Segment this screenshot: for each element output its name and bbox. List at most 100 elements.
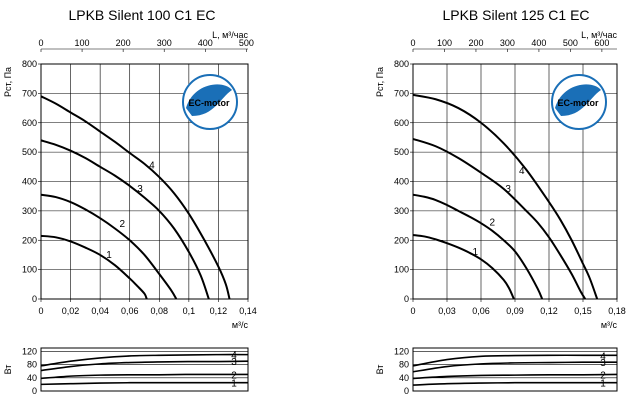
curve-label-4: 4 [149,160,155,171]
badge-text: EC-motor [558,98,599,108]
power-curve-label-3: 3 [600,358,606,369]
power-curve-label-2: 2 [600,370,606,381]
x-tick-label: 0,03 [438,306,456,316]
x-tick-label: 0,06 [472,306,490,316]
power-y-tick-label: 0 [32,386,37,396]
power-curve-label-4: 4 [600,351,606,362]
power-curve-label-1: 1 [231,379,237,390]
pressure-curve-1 [40,234,148,300]
y-tick-label: 400 [394,177,409,187]
y-tick-label: 300 [22,206,37,216]
power-axis-label: Вт [375,365,385,375]
y-axis-label: Рст, Па [375,67,385,97]
power-curve-1 [412,381,617,386]
pressure-curve-1 [412,233,515,300]
y-tick-label: 600 [22,118,37,128]
top-axis-label: L, м³/час [212,30,248,40]
top-tick-label: 400 [198,38,213,48]
x-tick-label: 0,14 [239,306,257,316]
pressure-curve-4 [412,93,599,300]
top-tick-label: 100 [75,38,90,48]
chart-title: LPKB Silent 100 C1 EC [68,7,215,23]
curve-label-1: 1 [473,247,479,258]
badge-text: EC-motor [189,98,230,108]
ec-motor-badge: EC-motor [551,74,607,130]
x-tick-label: 0,06 [121,306,139,316]
y-tick-label: 700 [22,88,37,98]
chart-1: LPKB Silent 100 C1 EC 0 0,02 0,04 0,06 0,08 0,… [3,7,257,396]
pressure-curve-3 [40,139,210,300]
y-tick-label: 0 [404,294,409,304]
x-tick-label: 0,1 [183,306,196,316]
y-tick-label: 700 [394,88,409,98]
x-tick-label: 0,18 [608,306,626,316]
y-tick-label: 500 [22,147,37,157]
x-axis-label: м³/с [601,320,618,330]
top-tick-label: 200 [468,38,483,48]
power-y-tick-label: 80 [27,360,37,370]
top-tick-label: 100 [437,38,452,48]
pressure-curve-4 [40,95,231,300]
power-curve-4 [412,354,617,367]
curve-label-3: 3 [505,184,511,195]
power-y-tick-label: 0 [404,386,409,396]
x-tick-label: 0,04 [91,306,109,316]
y-tick-label: 200 [394,235,409,245]
power-axis-label: Вт [3,365,13,375]
top-tick-label: 0 [410,38,415,48]
y-tick-label: 100 [394,265,409,275]
power-curve-1 [40,381,248,386]
power-curve-label-2: 2 [231,370,237,381]
curve-label-4: 4 [519,166,525,177]
top-tick-label: 400 [531,38,546,48]
power-y-tick-label: 80 [399,360,409,370]
y-tick-label: 300 [394,206,409,216]
y-tick-label: 500 [394,147,409,157]
top-tick-label: 0 [38,38,43,48]
power-curve-4 [40,353,249,367]
top-tick-label: 300 [157,38,172,48]
ec-motor-badge: EC-motor [182,74,238,130]
power-frame [40,347,249,392]
curve-label-1: 1 [106,250,112,261]
pressure-curve-2 [40,193,178,300]
x-tick-label: 0 [38,306,43,316]
top-tick-label: 300 [500,38,515,48]
leaf-shape [186,84,232,116]
x-tick-label: 0,15 [574,306,592,316]
y-tick-label: 200 [22,235,37,245]
y-tick-label: 0 [32,294,37,304]
y-tick-label: 400 [22,177,37,187]
x-tick-label: 0,02 [62,306,80,316]
x-tick-label: 0,09 [506,306,524,316]
power-curve-3 [40,360,249,372]
chart-2: LPKB Silent 125 C1 EC 0 0,03 0,06 0,09 0,12 0,… [375,7,626,396]
x-tick-label: 0 [410,306,415,316]
top-tick-label: 500 [239,38,254,48]
x-tick-label: 0,12 [210,306,228,316]
power-curve-2 [40,373,248,380]
leaf-shape [555,84,601,116]
x-tick-label: 0,12 [540,306,558,316]
power-frame [412,347,618,392]
power-curve-label-1: 1 [600,379,606,390]
power-curve-label-3: 3 [231,357,237,368]
power-y-tick-label: 120 [22,346,37,356]
y-tick-label: 600 [394,118,409,128]
power-y-tick-label: 40 [27,373,37,383]
chart-title: LPKB Silent 125 C1 EC [442,7,589,23]
pressure-curve-3 [412,137,587,300]
power-y-tick-label: 40 [399,373,409,383]
y-axis-label: Рст, Па [3,67,13,97]
power-curve-2 [412,373,618,380]
x-tick-label: 0,08 [151,306,169,316]
curve-label-3: 3 [137,184,143,195]
power-curve-label-4: 4 [231,351,237,362]
power-y-tick-label: 120 [394,346,409,356]
y-tick-label: 800 [22,59,37,69]
top-tick-label: 200 [116,38,131,48]
top-axis-label: L, м³/час [581,30,617,40]
curve-label-2: 2 [490,218,496,229]
